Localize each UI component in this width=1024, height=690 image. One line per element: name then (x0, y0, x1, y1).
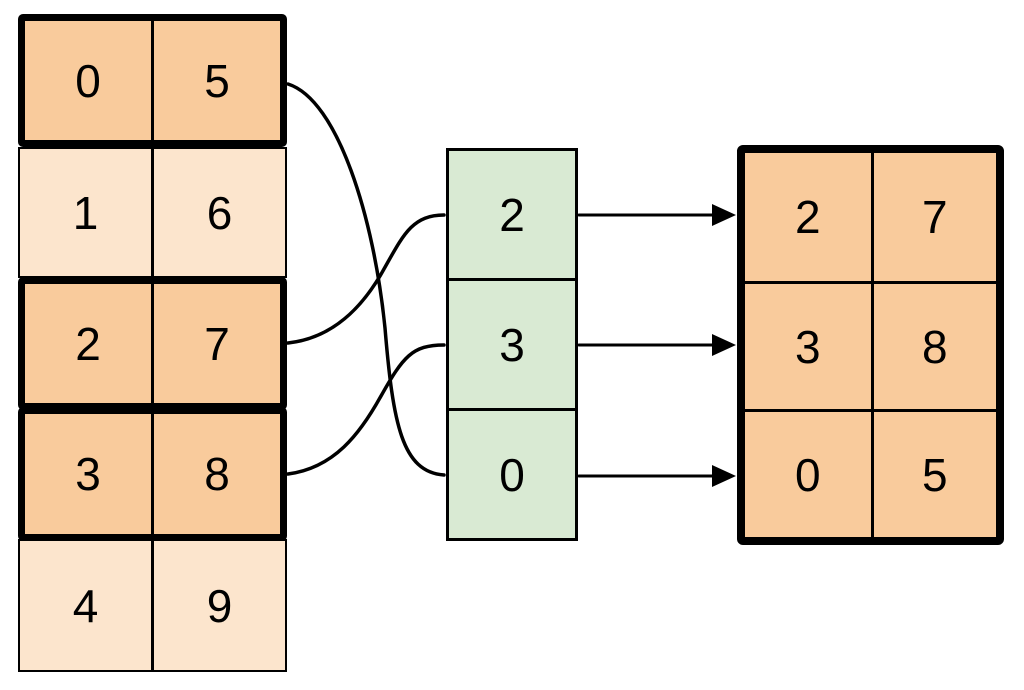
index-cell-0: 2 (499, 188, 525, 241)
result-table: 2 7 3 8 0 5 (737, 145, 1004, 545)
curve-source-row2-to-index (286, 213, 446, 345)
index-column: 2 3 0 (446, 148, 578, 541)
result-cell: 8 (870, 281, 996, 409)
source-cell: 8 (204, 448, 230, 500)
result-cell: 7 (870, 153, 997, 281)
source-row-3: 3 8 (18, 407, 287, 541)
curve-source-row0-to-index (286, 82, 446, 477)
curve-source-row3-to-index (286, 343, 446, 476)
source-cell: 7 (204, 317, 230, 370)
source-cell: 4 (20, 541, 154, 670)
result-cell: 0 (745, 409, 871, 537)
source-row-0: 0 5 (18, 14, 287, 147)
source-row-2: 2 7 (18, 277, 287, 410)
source-cell: 2 (25, 284, 154, 403)
arrowhead-result-row0 (712, 204, 736, 226)
result-cell: 3 (745, 281, 871, 409)
source-cell: 9 (206, 579, 233, 632)
source-cell: 5 (204, 54, 230, 107)
source-cell: 6 (206, 186, 233, 239)
source-row-1: 1 6 (18, 147, 287, 278)
arrowhead-result-row2 (712, 465, 736, 487)
source-cell: 0 (25, 21, 154, 140)
source-row-4: 4 9 (18, 539, 287, 672)
arrowhead-result-row1 (712, 334, 736, 356)
result-cell: 5 (870, 409, 996, 537)
index-cell-1: 3 (449, 278, 575, 408)
source-cell: 3 (25, 414, 154, 534)
index-cell-2: 0 (449, 408, 575, 538)
result-cell: 2 (794, 191, 821, 243)
source-cell: 1 (20, 149, 154, 276)
